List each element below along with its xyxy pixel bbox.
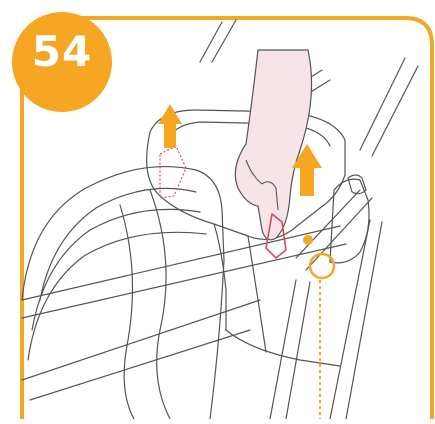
frame-lower-left <box>22 300 260 400</box>
step-number: 54 <box>12 28 112 76</box>
frame-tube-right <box>360 58 418 156</box>
side-rail-left <box>22 226 346 318</box>
canopy-inner-2 <box>32 209 200 330</box>
clip-marker <box>160 146 186 198</box>
hinge-knob <box>348 175 366 194</box>
hinge-ring-highlight <box>310 254 334 278</box>
frame-tube-left <box>200 20 236 62</box>
indicator-dot <box>303 235 313 245</box>
up-arrow-icon <box>158 104 182 148</box>
frame-leg-right <box>330 220 382 419</box>
side-rail-right <box>296 190 372 270</box>
canopy-edge <box>150 190 170 419</box>
hand-illustration <box>235 50 311 240</box>
frame-leg-lower <box>270 280 310 419</box>
